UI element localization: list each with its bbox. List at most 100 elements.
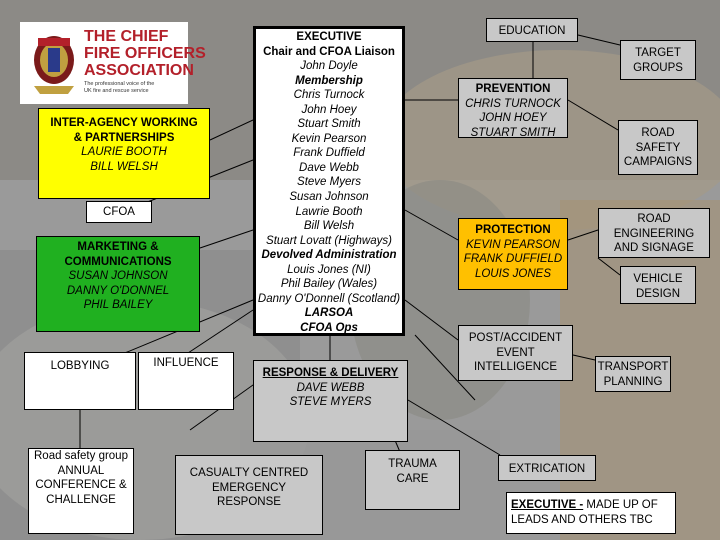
- casualty-line: CASUALTY CENTRED: [189, 467, 309, 479]
- response-delivery-member: DAVE WEBB: [296, 381, 365, 394]
- engineering-line: AND SIGNAGE: [614, 242, 694, 255]
- prevention-member: STUART SMITH: [470, 126, 556, 139]
- casualty-line: EMERGENCY: [211, 481, 287, 494]
- inter-agency-member: LAURIE BOOTH: [81, 146, 167, 159]
- education-label: EDUCATION: [498, 25, 566, 37]
- prevention-box: PREVENTION CHRIS TURNOCK JOHN HOEY STUAR…: [458, 78, 568, 139]
- marketing-title-2: COMMUNICATIONS: [64, 255, 172, 268]
- executive-box: EXECUTIVE Chair and CFOA Liaison John Do…: [253, 26, 405, 336]
- road-engineering-box: ROAD ENGINEERING AND SIGNAGE: [598, 208, 710, 258]
- vehicle-design-line: DESIGN: [635, 287, 681, 300]
- logo-tagline: The professional voice of the UK fire an…: [84, 81, 155, 94]
- post-accident-line: EVENT: [496, 346, 535, 359]
- trauma-care-box: TRAUMA CARE: [365, 450, 460, 510]
- education-box: EDUCATION: [486, 18, 578, 42]
- executive-member: Bill Welsh: [303, 220, 355, 233]
- response-delivery-member: STEVE MYERS: [289, 396, 372, 409]
- protection-member: KEVIN PEARSON: [466, 238, 560, 251]
- campaigns-line: CAMPAIGNS: [623, 156, 693, 169]
- prevention-member: CHRIS TURNOCK: [465, 97, 561, 110]
- road-safety-group-line: CHALLENGE: [46, 493, 116, 506]
- casualty-line: RESPONSE: [217, 496, 281, 509]
- trauma-care-line: TRAUMA: [388, 458, 437, 470]
- cfoa-label: CFOA: [103, 206, 135, 218]
- executive-member: Stuart Smith: [297, 118, 361, 131]
- campaigns-line: SAFETY: [635, 141, 681, 154]
- inter-agency-box: INTER-AGENCY WORKING & PARTNERSHIPS LAUR…: [38, 108, 210, 199]
- post-accident-line: POST/ACCIDENT: [468, 332, 563, 344]
- response-delivery-box: RESPONSE & DELIVERY DAVE WEBB STEVE MYER…: [253, 360, 408, 442]
- devolved-member: Phil Bailey (Wales): [280, 278, 378, 291]
- marketing-member: SUSAN JOHNSON: [68, 270, 168, 283]
- engineering-line: ROAD: [637, 213, 671, 225]
- road-safety-group-line: CONFERENCE &: [35, 479, 127, 492]
- transport-planning-box: TRANSPORT PLANNING: [595, 356, 671, 392]
- target-groups-line: TARGET: [635, 47, 681, 59]
- marketing-box: MARKETING & COMMUNICATIONS SUSAN JOHNSON…: [36, 236, 200, 332]
- road-safety-campaigns-box: ROAD SAFETY CAMPAIGNS: [618, 120, 698, 175]
- devolved-heading: Devolved Administration: [261, 249, 397, 262]
- protection-member: LOUIS JONES: [474, 267, 552, 280]
- post-accident-box: POST/ACCIDENT EVENT INTELLIGENCE: [458, 325, 573, 381]
- lobbying-box: LOBBYING: [24, 352, 136, 410]
- devolved-member: Louis Jones (NI): [287, 263, 371, 276]
- target-groups-box: TARGET GROUPS: [620, 40, 696, 80]
- executive-member: Chris Turnock: [293, 89, 365, 102]
- target-groups-line: GROUPS: [633, 61, 683, 74]
- executive-member: Kevin Pearson: [291, 132, 367, 145]
- trauma-care-line: CARE: [396, 472, 429, 485]
- executive-member: Dave Webb: [299, 161, 359, 174]
- engineering-line: ENGINEERING: [613, 227, 695, 240]
- campaigns-line: ROAD: [641, 127, 675, 139]
- note-heading: EXECUTIVE -: [511, 499, 584, 511]
- note-box: EXECUTIVE - MADE UP OF LEADS AND OTHERS …: [506, 492, 676, 534]
- executive-chair: John Doyle: [300, 60, 358, 73]
- post-accident-line: INTELLIGENCE: [473, 361, 558, 374]
- inter-agency-title-2: & PARTNERSHIPS: [73, 131, 175, 144]
- cfoa-ops-label: CFOA Ops: [300, 321, 358, 334]
- transport-planning-line: TRANSPORT: [597, 361, 669, 373]
- executive-member: Frank Duffield: [293, 147, 365, 160]
- executive-subtitle: Chair and CFOA Liaison: [263, 45, 395, 58]
- marketing-title-1: MARKETING &: [77, 241, 159, 253]
- prevention-member: JOHN HOEY: [479, 112, 547, 125]
- protection-title: PROTECTION: [475, 224, 551, 236]
- road-safety-group-line: ANNUAL: [57, 464, 105, 477]
- lobbying-label: LOBBYING: [50, 360, 110, 372]
- extrication-box: EXTRICATION: [498, 455, 596, 481]
- logo-name: THE CHIEF FIRE OFFICERS ASSOCIATION: [84, 28, 206, 79]
- devolved-member: Danny O'Donnell (Scotland): [257, 292, 401, 305]
- crest-icon: [34, 36, 74, 94]
- prevention-title: PREVENTION: [475, 83, 551, 95]
- note-text-1: MADE UP OF: [583, 499, 658, 511]
- membership-heading: Membership: [295, 74, 363, 87]
- marketing-member: DANNY O'DONNEL: [66, 284, 170, 297]
- cfoa-box: CFOA: [86, 201, 152, 223]
- protection-box: PROTECTION KEVIN PEARSON FRANK DUFFIELD …: [458, 218, 568, 290]
- cfoa-logo: THE CHIEF FIRE OFFICERS ASSOCIATION The …: [20, 22, 206, 104]
- road-safety-group-box: Road safety group ANNUAL CONFERENCE & CH…: [28, 448, 134, 534]
- larsoa-label: LARSOA: [304, 307, 354, 320]
- extrication-label: EXTRICATION: [508, 463, 586, 475]
- influence-label: INFLUENCE: [153, 357, 219, 369]
- marketing-member: PHIL BAILEY: [83, 299, 153, 312]
- road-safety-group-line: Road safety group: [34, 450, 128, 462]
- executive-member: Susan Johnson: [289, 191, 369, 204]
- vehicle-design-line: VEHICLE: [633, 273, 683, 285]
- note-line-1: EXECUTIVE - MADE UP OF: [511, 498, 675, 513]
- response-delivery-title: RESPONSE & DELIVERY: [262, 367, 399, 379]
- executive-member: Lawrie Booth: [295, 205, 363, 218]
- inter-agency-member: BILL WELSH: [90, 160, 158, 173]
- inter-agency-title-1: INTER-AGENCY WORKING: [50, 117, 198, 129]
- executive-title: EXECUTIVE: [296, 31, 362, 43]
- executive-member: Steve Myers: [297, 176, 361, 189]
- note-text-2: LEADS AND OTHERS TBC: [511, 513, 653, 526]
- influence-box: INFLUENCE: [138, 352, 234, 410]
- vehicle-design-box: VEHICLE DESIGN: [620, 266, 696, 304]
- executive-member: John Hoey: [301, 103, 357, 116]
- protection-member: FRANK DUFFIELD: [463, 253, 563, 266]
- executive-member: Stuart Lovatt (Highways): [266, 234, 392, 247]
- casualty-box: CASUALTY CENTRED EMERGENCY RESPONSE: [175, 455, 323, 535]
- transport-planning-line: PLANNING: [603, 375, 663, 388]
